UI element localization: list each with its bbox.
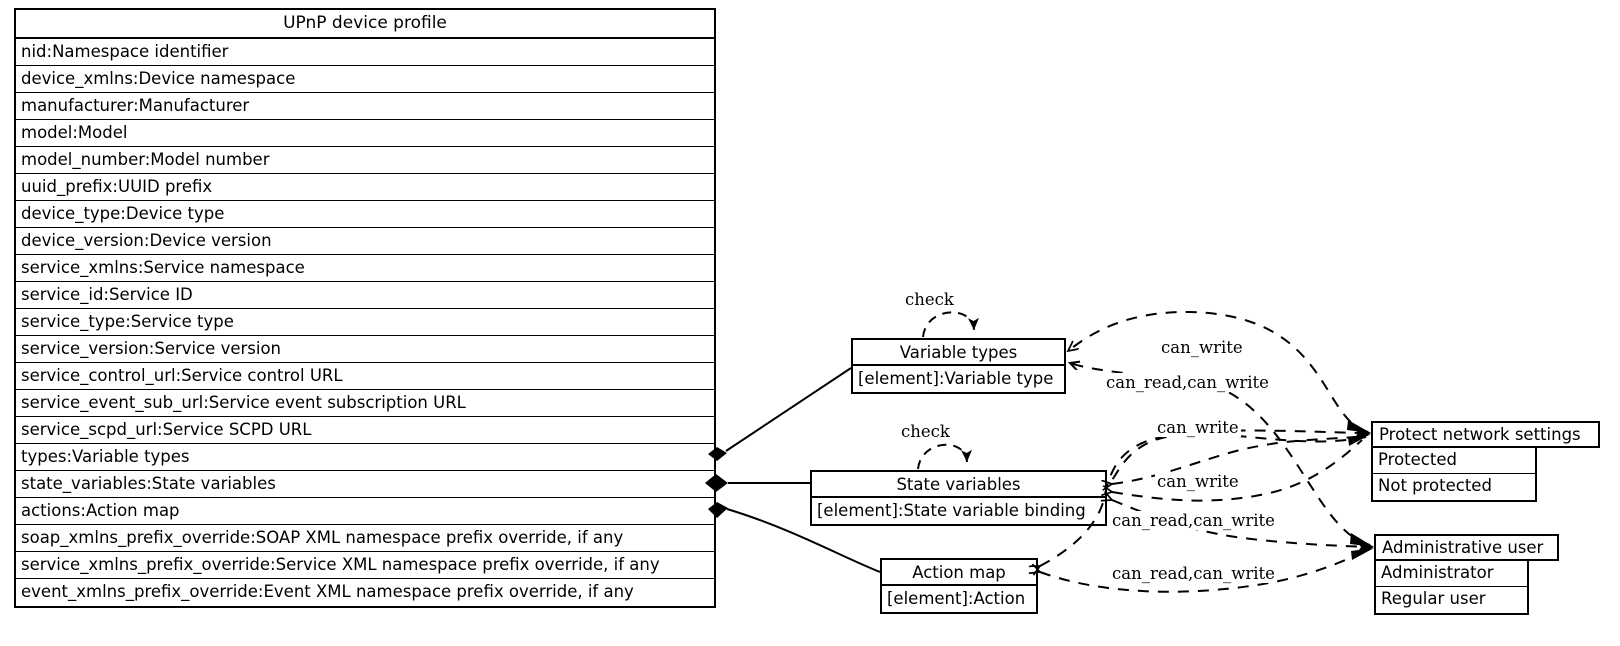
table-row: service_xmlns_prefix_override:Service XM… <box>16 552 714 579</box>
edge-variable-types-can-write <box>1068 310 1369 433</box>
state-variables-class: State variables [element]:State variable… <box>810 470 1107 526</box>
table-row: soap_xmlns_prefix_override:SOAP XML name… <box>16 525 714 552</box>
table-row: actions:Action map <box>16 498 714 525</box>
enum-value: Administrator <box>1376 561 1527 587</box>
edge-label-check-variable-types: check <box>903 290 956 309</box>
variable-types-class: Variable types [element]:Variable type <box>851 338 1066 394</box>
edge-state-variables-can-write-2 <box>1112 439 1363 502</box>
check-loop-state-variables <box>917 443 972 470</box>
table-row: device_version:Device version <box>16 228 714 255</box>
table-row: types:Variable types <box>16 444 714 471</box>
table-row: service_xmlns:Service namespace <box>16 255 714 282</box>
composition-line-types <box>725 367 852 452</box>
administrative-user-title: Administrative user <box>1374 534 1559 561</box>
table-row: uuid_prefix:UUID prefix <box>16 174 714 201</box>
administrative-user-values: Administrator Regular user <box>1374 561 1529 615</box>
table-row: nid:Namespace identifier <box>16 39 714 66</box>
table-row: model_number:Model number <box>16 147 714 174</box>
action-map-class: Action map [element]:Action <box>880 558 1038 614</box>
table-row: model:Model <box>16 120 714 147</box>
enum-value: Not protected <box>1378 476 1492 495</box>
edge-label-action-map-can-read-write: can_read,can_write <box>1110 564 1277 583</box>
table-row: device_type:Device type <box>16 201 714 228</box>
page-title: UPnP device profile <box>16 10 714 39</box>
table-row: service_id:Service ID <box>16 282 714 309</box>
table-row: service_control_url:Service control URL <box>16 363 714 390</box>
upnp-device-profile-class: UPnP device profile nid:Namespace identi… <box>14 8 716 608</box>
protect-network-settings-class: Protect network settings Protected Not p… <box>1371 421 1600 502</box>
state-variables-attribute: [element]:State variable binding <box>817 501 1086 520</box>
edge-label-variable-types-can-read-write: can_read,can_write <box>1104 373 1271 392</box>
table-row: service_event_sub_url:Service event subs… <box>16 390 714 417</box>
administrative-user-class: Administrative user Administrator Regula… <box>1374 534 1559 615</box>
arrowhead-administrative-user <box>1350 533 1374 560</box>
variable-types-title: Variable types <box>853 340 1064 366</box>
table-row: service_type:Service type <box>16 309 714 336</box>
table-row: event_xmlns_prefix_override:Event XML na… <box>21 582 634 601</box>
table-row: service_scpd_url:Service SCPD URL <box>16 417 714 444</box>
action-map-attribute: [element]:Action <box>887 589 1026 608</box>
edge-label-state-variables-can-write-2: can_write <box>1155 472 1241 491</box>
arrowhead-protect-network-settings <box>1347 420 1371 446</box>
protect-network-settings-title: Protect network settings <box>1371 421 1600 448</box>
action-map-title: Action map <box>882 560 1036 586</box>
edge-label-check-state-variables: check <box>899 422 952 441</box>
protect-network-settings-values: Protected Not protected <box>1371 448 1537 502</box>
edge-label-state-variables-can-write-1: can_write <box>1155 418 1241 437</box>
table-row: service_version:Service version <box>16 336 714 363</box>
check-loop-variable-types <box>922 311 979 338</box>
enum-value: Regular user <box>1381 589 1486 608</box>
table-row: device_xmlns:Device namespace <box>16 66 714 93</box>
table-row: state_variables:State variables <box>16 471 714 498</box>
edge-label-state-variables-can-read-write: can_read,can_write <box>1110 511 1277 530</box>
edge-label-variable-types-can-write: can_write <box>1159 338 1245 357</box>
variable-types-attribute: [element]:Variable type <box>858 369 1054 388</box>
table-row: manufacturer:Manufacturer <box>16 93 714 120</box>
state-variables-title: State variables <box>812 472 1105 498</box>
enum-value: Protected <box>1373 448 1535 474</box>
